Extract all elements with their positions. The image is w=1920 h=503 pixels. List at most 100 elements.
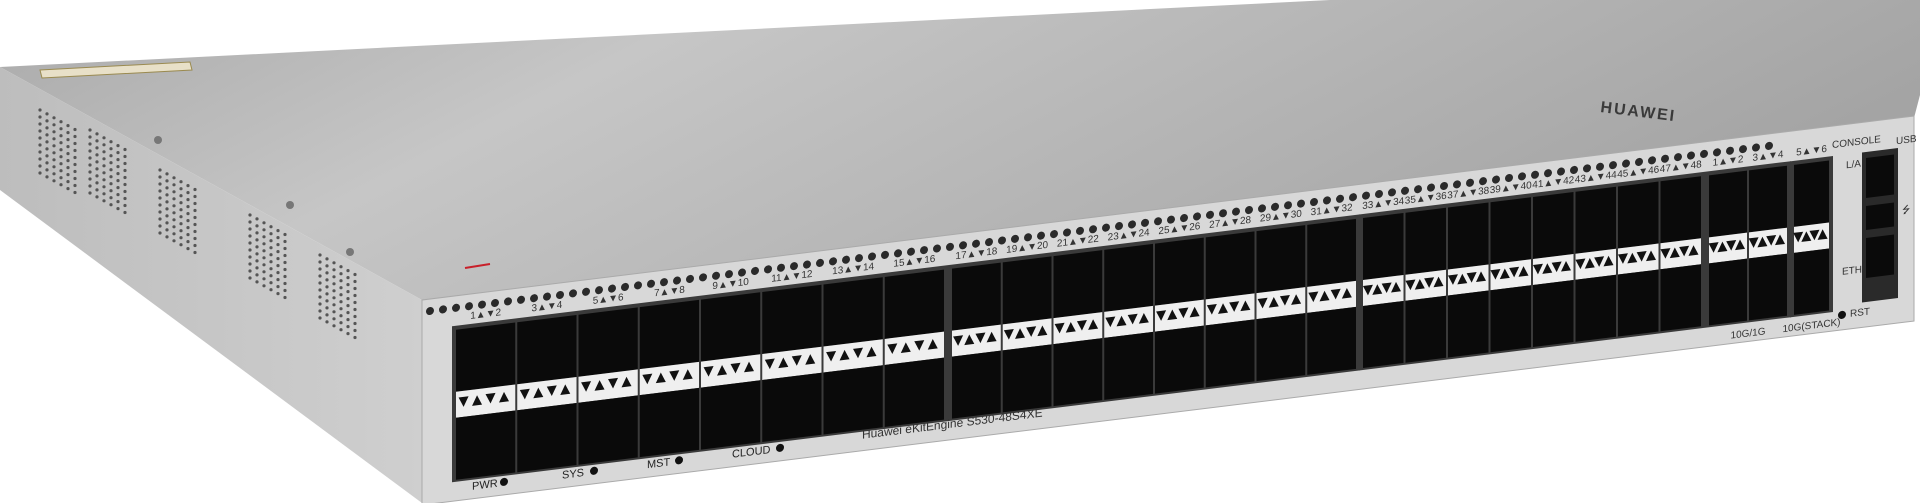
sfp-port-bottom[interactable] xyxy=(1448,290,1489,358)
sfp-port-bottom[interactable] xyxy=(762,372,822,443)
vent-hole xyxy=(276,271,280,275)
sfp-port-bottom[interactable] xyxy=(1205,319,1255,388)
sfp-port-top[interactable] xyxy=(1575,186,1617,254)
sfp-port-bottom[interactable] xyxy=(1053,338,1103,407)
sfp-port-top[interactable] xyxy=(578,307,638,377)
usb-label: USB xyxy=(1896,134,1917,148)
vent-hole xyxy=(816,258,824,267)
sfp-port-top[interactable] xyxy=(1490,197,1532,265)
sfp-port-top[interactable] xyxy=(1794,160,1829,227)
vent-hole xyxy=(193,250,197,255)
sfp-port-top[interactable] xyxy=(1155,237,1204,306)
vent-hole xyxy=(318,295,322,299)
sfp-port-bottom[interactable] xyxy=(884,357,944,427)
link-up-arrow-icon xyxy=(1319,290,1330,302)
sfp-port-top[interactable] xyxy=(1053,250,1103,319)
link-up-arrow-icon xyxy=(1414,278,1425,290)
sfp-port-bottom[interactable] xyxy=(1307,306,1356,375)
usb-port[interactable] xyxy=(1866,202,1894,230)
sfp-port-bottom[interactable] xyxy=(1363,300,1404,368)
vent-hole xyxy=(66,131,70,135)
sfp-port-top[interactable] xyxy=(1660,176,1702,244)
sfp-port-bottom[interactable] xyxy=(517,402,577,473)
vent-hole xyxy=(102,150,106,154)
port-label: 39▲▼40 xyxy=(1490,180,1532,196)
vent-hole xyxy=(186,233,190,237)
sfp-port-bottom[interactable] xyxy=(1794,248,1829,315)
sfp-port-top[interactable] xyxy=(1709,170,1747,238)
sfp-port-bottom[interactable] xyxy=(1533,280,1574,348)
sfp-port-bottom[interactable] xyxy=(578,395,638,465)
sfp-port-top[interactable] xyxy=(1205,231,1255,300)
port-label: 5▲▼6 xyxy=(593,292,624,307)
eth-port[interactable] xyxy=(1866,234,1894,278)
reset-button[interactable] xyxy=(1838,310,1846,319)
sfp-port-bottom[interactable] xyxy=(952,350,1001,419)
vent-hole xyxy=(1440,181,1448,191)
vent-hole xyxy=(165,207,169,211)
sfp-port-bottom[interactable] xyxy=(1002,344,1052,413)
link-up-arrow-icon xyxy=(1646,250,1656,262)
sfp-port-top[interactable] xyxy=(1533,192,1574,260)
port-label: 17▲▼18 xyxy=(955,246,997,262)
vent-hole xyxy=(1089,225,1097,234)
vent-hole xyxy=(123,154,127,159)
vent-hole xyxy=(255,231,259,235)
vent-hole xyxy=(353,272,357,277)
port-led-strip xyxy=(1104,305,1153,338)
link-up-arrow-icon xyxy=(1669,247,1680,259)
sfp-port-bottom[interactable] xyxy=(1104,331,1153,400)
sfp-port-top[interactable] xyxy=(1307,218,1356,287)
link-down-arrow-icon xyxy=(1206,303,1217,315)
vent-hole xyxy=(276,257,280,261)
vent-hole xyxy=(262,263,266,267)
link-up-arrow-icon xyxy=(1065,322,1076,333)
sfp-port-bottom[interactable] xyxy=(1709,258,1747,326)
vent-hole xyxy=(803,260,811,269)
sfp-port-bottom[interactable] xyxy=(1155,325,1204,394)
link-down-arrow-icon xyxy=(826,350,837,362)
sfp-port-top[interactable] xyxy=(1618,181,1659,249)
sfp-port-bottom[interactable] xyxy=(823,365,883,435)
sfp-port-bottom[interactable] xyxy=(1618,269,1659,337)
sfp-port-bottom[interactable] xyxy=(1749,253,1787,321)
vent-hole xyxy=(158,224,162,228)
vent-hole xyxy=(332,268,336,272)
port-label: 21▲▼22 xyxy=(1057,234,1099,250)
sfp-port-bottom[interactable] xyxy=(701,380,761,450)
vent-hole xyxy=(1219,209,1227,218)
sfp-port-top[interactable] xyxy=(762,284,822,355)
sfp-port-bottom[interactable] xyxy=(1660,264,1702,332)
sfp-port-bottom[interactable] xyxy=(1405,295,1447,363)
sfp-port-top[interactable] xyxy=(952,262,1001,331)
sfp-port-bottom[interactable] xyxy=(1575,274,1617,342)
sfp-port-top[interactable] xyxy=(1363,212,1404,280)
console-port[interactable] xyxy=(1866,154,1894,198)
sfp-port-bottom[interactable] xyxy=(1256,313,1306,382)
sfp-port-top[interactable] xyxy=(1104,243,1153,312)
front-vent-row xyxy=(426,141,1773,316)
sfp-port-top[interactable] xyxy=(1002,256,1052,325)
sfp-port-top[interactable] xyxy=(456,322,516,392)
sfp-port-top[interactable] xyxy=(1256,225,1306,294)
vent-hole xyxy=(158,168,162,172)
link-up-arrow-icon xyxy=(1757,236,1768,248)
vent-hole xyxy=(95,181,99,185)
sfp-port-top[interactable] xyxy=(1448,202,1489,270)
sfp-port-bottom[interactable] xyxy=(639,387,699,458)
sfp-port-bottom[interactable] xyxy=(1490,285,1532,353)
link-up-arrow-icon xyxy=(1817,229,1828,240)
link-up-arrow-icon xyxy=(1603,255,1614,267)
vent-hole xyxy=(88,191,92,195)
sfp-port-top[interactable] xyxy=(1749,165,1787,233)
port-led-strip xyxy=(578,369,638,403)
sfp-port-top[interactable] xyxy=(823,277,883,347)
vent-hole xyxy=(1193,212,1201,221)
sfp-port-top[interactable] xyxy=(517,314,577,385)
port-label: 11▲▼12 xyxy=(771,269,813,285)
sfp-port-top[interactable] xyxy=(1405,207,1447,275)
sfp-port-top[interactable] xyxy=(884,269,944,339)
sfp-port-bottom[interactable] xyxy=(456,410,516,480)
sfp-port-top[interactable] xyxy=(639,299,699,370)
sfp-port-top[interactable] xyxy=(701,292,761,362)
